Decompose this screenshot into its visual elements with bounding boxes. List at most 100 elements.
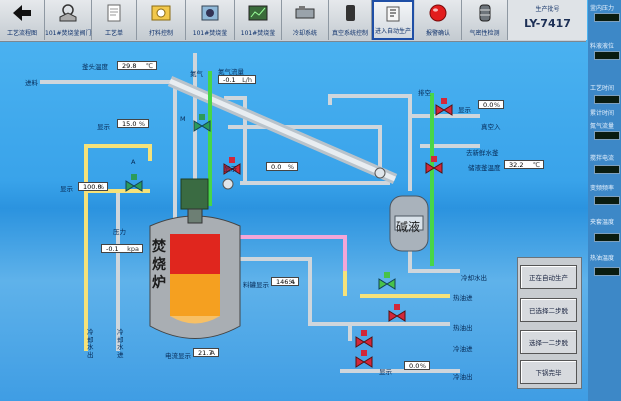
cold-oil-out-label: 冷油出	[453, 373, 473, 381]
kettle-done-button[interactable]: 下锅完毕	[520, 360, 577, 384]
left-pipe-label: 冷却水出	[87, 328, 94, 359]
status-label: 釜内压力	[590, 5, 615, 12]
step-two-selected-button[interactable]: 已选择二步脱	[520, 298, 577, 322]
display-value: 100.0%	[78, 182, 108, 191]
auto-running-button[interactable]: 正在自动生产	[520, 265, 577, 289]
nitrogen-label: 氮气	[190, 70, 203, 78]
start-icon	[386, 6, 400, 22]
valve-control-button[interactable]: 101#焚烧釜阀门控制	[45, 0, 103, 40]
status-label: 累计时间	[590, 110, 615, 117]
status-value	[594, 165, 620, 174]
feed-control-button[interactable]: 打料控制	[137, 0, 186, 40]
cooling-system-button[interactable]: 冷却系统	[282, 0, 329, 40]
valves	[125, 98, 453, 368]
cold-oil-in-label: 冷油进	[453, 345, 473, 353]
nitrogen-flow-label: 氮气流量	[218, 68, 244, 76]
display-value: 15.0%	[117, 119, 149, 128]
vacuum-in-label: 真空入	[481, 123, 501, 131]
reactor-text: 焚烧炉	[152, 239, 166, 291]
vacuum-system-button[interactable]: 真空系统控制	[329, 0, 372, 40]
status-label: 搅拌电流	[590, 155, 615, 162]
auto-production-button[interactable]: 进入自动生产	[372, 0, 414, 40]
vacuum-top-pipe	[328, 94, 412, 191]
bottom-pipe	[230, 257, 352, 341]
display-label: 显示	[458, 106, 471, 114]
tank-icon	[479, 4, 490, 22]
reactor-icon	[201, 5, 219, 21]
display-label: 显示	[60, 185, 73, 193]
valve-red-icon	[425, 156, 443, 174]
status-label: 工艺时间	[590, 85, 615, 92]
alkali-condenser	[389, 195, 429, 252]
colored-pipes	[84, 144, 450, 351]
leak-test-button[interactable]: 气密性检测	[462, 0, 508, 40]
valve-a-label: A	[131, 158, 136, 166]
current-label: 电流显示	[165, 352, 191, 360]
cooling-water-out-label: 冷却水出	[461, 274, 487, 282]
display-value: 0.0%	[478, 100, 504, 109]
condenser-return-pipe	[224, 96, 247, 181]
motor-label: M	[180, 115, 186, 123]
status-value	[594, 131, 620, 140]
status-label: 变频频率	[590, 185, 615, 192]
process-flow-button[interactable]: 工艺流程图	[0, 0, 45, 40]
status-panel: 釜内压力 料液液位 工艺时间 累计时间 氮气流量 搅拌电流 变频频率 夹套温度 …	[588, 0, 621, 401]
vacuum-icon	[346, 5, 355, 21]
status-value	[594, 267, 620, 276]
process-diagram	[40, 53, 480, 373]
reactor-chart-button[interactable]: 101#焚烧釜	[235, 0, 282, 40]
condenser-tube	[167, 75, 398, 185]
feed-level-display: 146.4%	[271, 277, 299, 286]
status-label: 氮气流量	[590, 123, 615, 130]
kettle-top-temp-display: 29.8℃	[117, 61, 157, 70]
hot-water-branch	[84, 146, 150, 193]
left-pipe-label: 冷却水进	[117, 328, 124, 359]
valve-a-icon	[125, 174, 143, 192]
valve-green-icon	[378, 272, 396, 290]
batch-label: 生产批号	[535, 6, 560, 13]
fresh-water-kettle-label: 去新鲜水釜	[466, 149, 499, 157]
feed-level-label: 料罐显示	[243, 281, 269, 289]
display-value: 0.0%	[404, 361, 430, 370]
step-one-two-button[interactable]: 选择一二步脱	[520, 330, 577, 354]
back-arrow-icon	[13, 5, 31, 21]
hot-oil-in-label: 热油进	[453, 294, 473, 302]
cooling-icon	[295, 6, 315, 19]
condensate-temp-display: 32.2℃	[504, 160, 544, 169]
display-label: 显示	[379, 368, 392, 376]
status-value	[594, 233, 620, 242]
incinerator-reactor	[149, 178, 241, 339]
status-label: 料液液位	[590, 43, 615, 50]
hot-water-pipe	[84, 144, 152, 351]
feed-level-pipe	[240, 235, 347, 271]
document-icon	[107, 4, 121, 22]
recipe-button[interactable]: 工艺单	[92, 0, 137, 40]
kettle-top-temp-label: 釜头温度	[82, 63, 108, 71]
cold-water-pipe	[116, 189, 150, 351]
valve-red-icon	[435, 98, 453, 116]
pump-icon	[374, 167, 386, 179]
feed-pipe	[40, 80, 177, 221]
alarm-ack-button[interactable]: 报警确认	[415, 0, 462, 40]
condensate-temp-label: 储液釜温度	[468, 164, 501, 172]
status-label: 夹套温度	[590, 219, 615, 226]
valve-m-icon	[193, 114, 211, 132]
batch-number: 生产批号 LY-7417	[507, 0, 587, 40]
status-value	[594, 95, 620, 104]
condenser-text: 碱液	[396, 220, 421, 234]
chart-icon	[248, 5, 268, 21]
green-pipes	[208, 71, 434, 266]
status-value	[594, 196, 620, 205]
valve-red-icon	[355, 350, 373, 368]
pump-icon	[151, 5, 171, 21]
reactor-control-button[interactable]: 101#焚烧釜	[186, 0, 235, 40]
display-label: 显示	[97, 123, 110, 131]
valve-red-icon	[388, 304, 406, 322]
agitator-motor	[180, 178, 209, 210]
display-value: 0.0%	[266, 162, 298, 171]
pressure-label: 压力	[113, 228, 126, 236]
status-value	[594, 13, 620, 22]
status-value	[594, 51, 620, 60]
